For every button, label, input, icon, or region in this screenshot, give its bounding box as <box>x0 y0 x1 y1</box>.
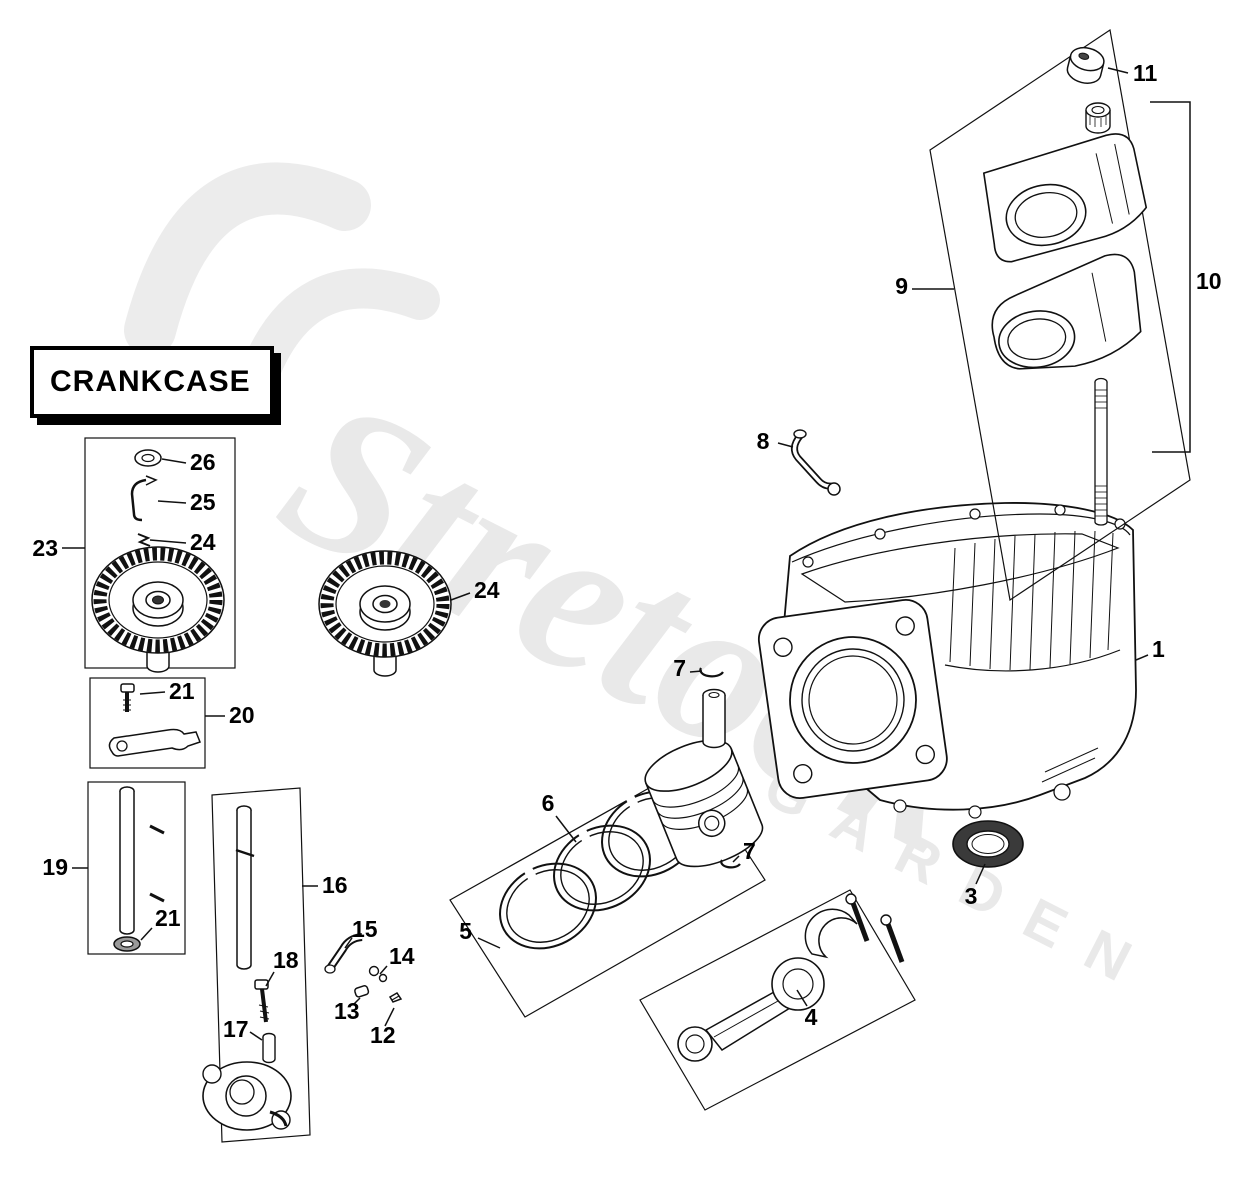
clip-24 <box>137 533 151 547</box>
rod-cap <box>804 908 858 959</box>
piston-pin <box>702 688 726 749</box>
governor-shaft <box>119 786 135 935</box>
group-box-5 <box>449 764 766 1018</box>
part-label-6[interactable]: 6 <box>542 790 555 816</box>
rod-bolt-2 <box>880 914 905 963</box>
breather-tube-8 <box>791 429 841 496</box>
breather-cap-11 <box>1066 46 1105 84</box>
crankcase-body <box>757 502 1137 819</box>
part-label-9[interactable]: 9 <box>895 273 908 299</box>
crankcase-ribs <box>949 530 1114 671</box>
diagram-title: CRANKCASE <box>50 365 251 398</box>
part-label-10[interactable]: 10 <box>1196 268 1222 294</box>
part-label-1[interactable]: 1 <box>1152 636 1165 662</box>
cover-group <box>929 28 1191 602</box>
rod-bolt-1 <box>845 893 870 942</box>
washer-21b <box>113 936 141 952</box>
pin-clip-7b <box>720 859 741 869</box>
part-label-26[interactable]: 26 <box>190 449 216 475</box>
part-label-21b[interactable]: 21 <box>155 905 181 931</box>
oil-pickup-tube-15 <box>324 933 363 974</box>
piston-group <box>449 739 766 1018</box>
bolt-18 <box>254 979 270 1023</box>
piston-ring-2 <box>553 824 651 912</box>
piston <box>644 739 764 868</box>
dowel-17 <box>262 1032 276 1064</box>
part-label-17[interactable]: 17 <box>223 1016 249 1042</box>
oil-pump-group-16 <box>202 787 311 1143</box>
part-label-12[interactable]: 12 <box>370 1022 396 1048</box>
camshaft-gear-23 <box>92 547 224 672</box>
pin-small-a <box>149 824 165 835</box>
part-label-7a[interactable]: 7 <box>673 655 686 681</box>
stud-bolt <box>1094 377 1108 526</box>
shaft-group-19 <box>87 781 186 955</box>
oil-pump-body <box>202 1061 292 1131</box>
washer-26 <box>134 449 162 467</box>
part-label-24a[interactable]: 24 <box>190 529 216 555</box>
camshaft-gear-24 <box>319 551 451 676</box>
part-label-24b[interactable]: 24 <box>474 577 500 603</box>
group-box-16 <box>211 787 311 1143</box>
part-label-23[interactable]: 23 <box>32 535 58 561</box>
governor-plate <box>108 728 201 757</box>
part-label-20[interactable]: 20 <box>229 702 255 728</box>
part-label-25[interactable]: 25 <box>190 489 216 515</box>
part-label-18[interactable]: 18 <box>273 947 299 973</box>
part-label-15[interactable]: 15 <box>352 916 378 942</box>
piston-ring-1 <box>499 862 597 950</box>
lower-cover <box>991 253 1142 370</box>
part-label-21a[interactable]: 21 <box>169 678 195 704</box>
bolt-21a <box>120 683 135 712</box>
governor-arm-25 <box>130 478 147 522</box>
part-label-8[interactable]: 8 <box>757 428 770 454</box>
bushing-13 <box>354 985 370 998</box>
pin-clip-7a <box>699 667 724 678</box>
group-box-4 <box>639 889 916 1111</box>
oil-seal-3 <box>952 820 1024 868</box>
part-label-5[interactable]: 5 <box>459 918 472 944</box>
pump-shaft <box>235 805 255 970</box>
part-label-13[interactable]: 13 <box>334 998 360 1024</box>
fitting-14 <box>368 965 388 983</box>
pin-small-b <box>149 892 165 903</box>
group-box-9 <box>929 28 1191 602</box>
part-label-19[interactable]: 19 <box>42 854 68 880</box>
bushing <box>1085 102 1111 134</box>
callout-labels: 26 25 24 23 24 21 20 19 21 16 15 14 13 1… <box>32 60 1221 1048</box>
clip-12 <box>388 992 403 1003</box>
part-label-16[interactable]: 16 <box>322 872 348 898</box>
part-label-14[interactable]: 14 <box>389 943 415 969</box>
camshaft-group-23 <box>84 437 236 672</box>
part-label-7b[interactable]: 7 <box>743 838 756 864</box>
governor-group-20 <box>89 677 206 769</box>
bracket-10 <box>1150 101 1191 453</box>
group-box-20 <box>89 677 206 769</box>
part-label-3[interactable]: 3 <box>965 883 978 909</box>
part-label-11[interactable]: 11 <box>1133 60 1158 86</box>
leader-lines <box>62 67 1149 1041</box>
part-label-4[interactable]: 4 <box>805 1004 818 1030</box>
connecting-rod-group <box>639 889 916 1111</box>
upper-cover <box>982 133 1148 263</box>
diagram-title-box: CRANKCASE <box>30 346 274 418</box>
cylinder-face <box>757 599 948 800</box>
